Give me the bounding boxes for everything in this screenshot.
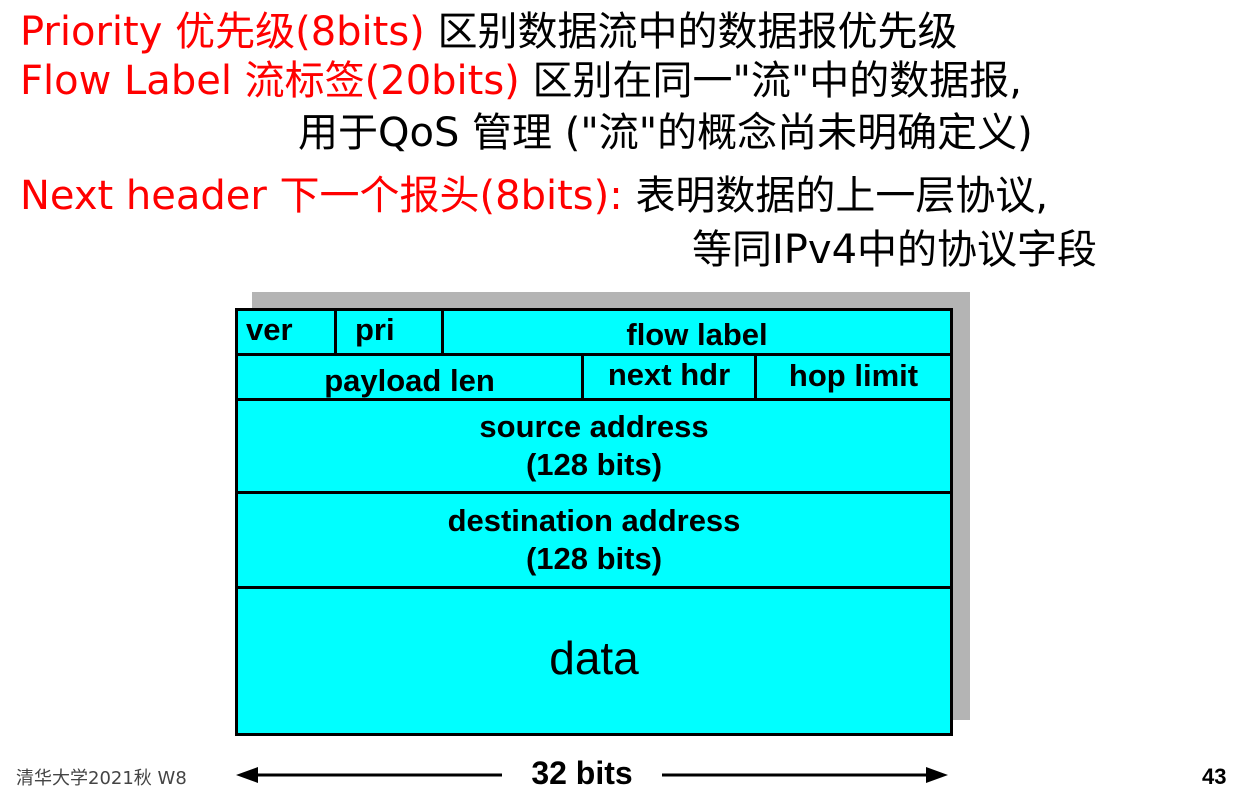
footer-text: 清华大学2021秋 W8 [16, 768, 187, 789]
data-field: data [238, 589, 950, 733]
next-header-field-name: Next header [20, 173, 267, 219]
ver-field: ver [238, 311, 334, 353]
ipv6-header-diagram: ver pri flow label payload len next hdr … [232, 288, 972, 738]
priority-field-cn: 优先级(8bits) [175, 9, 425, 55]
row-divider [238, 353, 950, 356]
data-label: data [549, 632, 639, 684]
source-address-size: (128 bits) [525, 447, 663, 482]
arrow-left-head [236, 767, 258, 783]
ver-label: ver [246, 312, 293, 347]
column-divider [441, 311, 444, 353]
page-number: 43 [1202, 764, 1227, 789]
flow-label-label: flow label [626, 317, 768, 352]
destination-address-field: destination address (128 bits) [238, 494, 950, 586]
next-header-explanation-cont: 等同IPv4中的协议字段 [692, 226, 1097, 274]
width-label: 32 bits [502, 753, 662, 793]
flow-label-field-name: Flow Label [20, 58, 232, 104]
flow-label-field-cn: 流标签(20bits) [244, 58, 520, 104]
next-header-desc: 表明数据的上一层协议, [635, 173, 1049, 219]
next-hdr-field: next hdr [584, 356, 754, 398]
pri-label: pri [355, 312, 395, 347]
flow-label-desc-cont: 用于QoS 管理 ("流"的概念尚未明确定义) [298, 110, 1033, 156]
next-header-desc-cont: 等同IPv4中的协议字段 [692, 227, 1098, 273]
row-divider [238, 398, 950, 401]
row-divider [238, 491, 950, 494]
destination-address-size: (128 bits) [525, 541, 663, 576]
arrow-right-head [926, 767, 948, 783]
flow-label-explanation: Flow Label 流标签(20bits) 区别在同一"流"中的数据报, [20, 57, 1022, 105]
priority-field-name: Priority [20, 9, 163, 55]
pri-field: pri [337, 311, 441, 353]
destination-address-label: destination address [447, 503, 741, 538]
column-divider [334, 311, 337, 353]
column-divider [581, 356, 584, 398]
flow-label-desc: 区别在同一"流"中的数据报, [532, 58, 1023, 104]
next-hdr-label: next hdr [607, 357, 731, 392]
column-divider [754, 356, 757, 398]
source-address-label: source address [479, 409, 709, 444]
next-header-explanation: Next header 下一个报头(8bits): 表明数据的上一层协议, [20, 172, 1048, 220]
flow-label-field: flow label [444, 311, 950, 353]
row-divider [238, 586, 950, 589]
next-header-field-cn: 下一个报头(8bits): [279, 173, 623, 219]
priority-explanation: Priority 优先级(8bits) 区别数据流中的数据报优先级 [20, 8, 958, 56]
payload-len-label: payload len [324, 363, 495, 398]
source-address-field: source address (128 bits) [238, 401, 950, 491]
payload-len-field: payload len [238, 356, 581, 398]
header-box: ver pri flow label payload len next hdr … [235, 308, 953, 736]
hop-limit-field: hop limit [757, 356, 950, 398]
flow-label-explanation-cont: 用于QoS 管理 ("流"的概念尚未明确定义) [298, 109, 1033, 157]
priority-desc: 区别数据流中的数据报优先级 [437, 9, 958, 55]
hop-limit-label: hop limit [788, 358, 919, 393]
